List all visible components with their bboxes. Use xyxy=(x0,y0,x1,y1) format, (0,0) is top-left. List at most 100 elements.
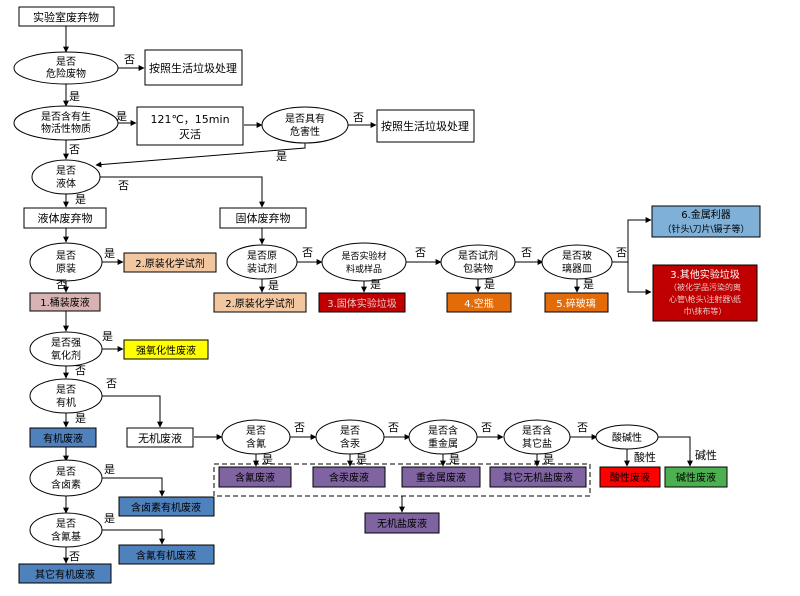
categories-cyanide-liquid-label: 含氰废液 xyxy=(235,471,275,484)
labels-yes-label: 是 xyxy=(102,330,113,343)
decisions-halogen-0-label: 是否 xyxy=(56,466,76,478)
categories-original-chem-1-label: 2.原装化学试剂 xyxy=(135,257,205,270)
decisions-hazardous-0-label: 是否 xyxy=(56,56,76,68)
decisions-biological-1-label: 物活性物质 xyxy=(41,122,91,135)
categories-broken-glass-label: 5.碎玻璃 xyxy=(556,297,596,310)
categories-empty-bottle-label: 4.空瓶 xyxy=(464,297,494,310)
decisions-has-cyanide-0-label: 是否 xyxy=(246,425,266,437)
labels-yes-label: 是 xyxy=(104,247,115,260)
decisions-biological-0-label: 是否含有生 xyxy=(41,110,91,123)
labels-no-label: 否 xyxy=(415,246,426,259)
decisions-cyanide-group-1-label: 含氰基 xyxy=(51,530,81,543)
decisions-exp-material-1-label: 料或样品 xyxy=(346,263,382,275)
decisions-organic-1-label: 有机 xyxy=(56,396,76,409)
decisions-harmful-1-label: 危害性 xyxy=(290,125,320,138)
labels-no-label: 否 xyxy=(69,143,80,156)
decisions-oxidizer-0-label: 是否强 xyxy=(51,337,81,349)
categories-acid-liquid-label: 酸性废液 xyxy=(610,471,650,484)
acid-base-label: 酸碱性 xyxy=(612,431,642,444)
categories-cyanide-organic-label: 含氰有机废液 xyxy=(136,549,196,562)
labels-no-label: 否 xyxy=(118,179,129,192)
labels-yes-label: 是 xyxy=(543,453,554,466)
connector xyxy=(102,477,165,497)
categories-organic-waste-label: 有机废液 xyxy=(43,432,83,445)
labels-yes-label: 是 xyxy=(69,90,80,103)
decisions-reagent-package-1-label: 包装物 xyxy=(463,262,493,275)
decisions-harmful-0-label: 是否具有 xyxy=(285,112,325,125)
labels-yes-label: 是 xyxy=(104,463,115,476)
labels-yes-label: 是 xyxy=(268,279,279,292)
labels-no-label: 否 xyxy=(616,246,627,259)
labels-yes-label: 是 xyxy=(276,150,287,163)
labels-no-label: 否 xyxy=(521,246,532,259)
labels-no-label: 否 xyxy=(388,421,399,434)
labels-no-label: 否 xyxy=(481,421,492,434)
labels-no-label: 否 xyxy=(106,377,117,390)
decisions-has-cyanide-1-label: 含氰 xyxy=(246,437,266,450)
labels-yes-label: 是 xyxy=(116,110,127,123)
connector xyxy=(658,436,693,467)
labels-yes-label: 是 xyxy=(370,278,381,291)
inactivate-line-1: 121℃，15min xyxy=(150,113,229,126)
labels-no-label: 否 xyxy=(75,364,86,377)
decisions-hazardous-1-label: 危险废物 xyxy=(46,67,86,80)
categories-heavy-metal-liquid-label: 重金属废液 xyxy=(416,471,466,484)
decisions-heavy-metal-0-label: 是否含 xyxy=(428,424,458,437)
labels-acidic-label: 酸性 xyxy=(634,450,656,464)
connector xyxy=(102,395,163,428)
decisions-exp-material-0-label: 是否实验材 xyxy=(341,250,386,262)
labels-no-label: 否 xyxy=(69,550,80,563)
inactivate-line-2: 灭活 xyxy=(179,128,201,141)
categories-original-chem-2-label: 2.原装化学试剂 xyxy=(225,297,295,310)
decisions-other-salt-1-label: 其它盐 xyxy=(522,437,552,450)
categories-other-organic-label: 其它有机废液 xyxy=(35,568,95,581)
decisions-oxidizer-1-label: 氧化剂 xyxy=(51,349,81,362)
categories-metal-sharps-0-label: 6.金属利器 xyxy=(681,208,731,221)
decisions-reagent-package-0-label: 是否试剂 xyxy=(458,249,498,262)
categories-strong-oxidizer-label: 强氧化性废液 xyxy=(136,344,196,357)
decisions-original-pack-1-label: 原装 xyxy=(56,262,76,275)
categories-other-lab-waste-1-label: （被化学品污染的离 xyxy=(669,282,741,292)
labels-yes-label: 是 xyxy=(75,412,86,425)
connector xyxy=(100,176,265,208)
decisions-other-salt-0-label: 是否含 xyxy=(522,424,552,437)
liquid-waste-box: 液体废弃物 xyxy=(38,211,93,225)
start-node: 实验室废弃物 xyxy=(18,6,115,27)
labels-no-label: 否 xyxy=(353,111,364,124)
labels-yes-label: 是 xyxy=(356,453,367,466)
connector xyxy=(102,529,165,545)
labels-yes-label: 是 xyxy=(75,193,86,206)
solid-waste-box: 固体废弃物 xyxy=(236,211,291,225)
categories-bucket-liquid-label: 1.桶装废液 xyxy=(40,296,90,309)
decisions-glassware-1-label: 璃器皿 xyxy=(562,262,592,275)
categories-halogen-organic-label: 含卤素有机废液 xyxy=(131,501,201,514)
decisions-liquid-0-label: 是否 xyxy=(56,165,76,177)
categories-metal-sharps-1-label: （针头\刀片\镊子等） xyxy=(662,223,749,235)
decisions-halogen-1-label: 含卤素 xyxy=(51,478,81,491)
categories-solid-lab-waste-label: 3.固体实验垃圾 xyxy=(327,297,397,310)
labels-yes-label: 是 xyxy=(262,453,273,466)
labels-yes-label: 是 xyxy=(583,278,594,291)
decisions-has-mercury-1-label: 含汞 xyxy=(340,437,360,450)
edge-labels: 否 是 是 否 否 是 否 是 是 否 是 否 否 是 是 是 否 是 否 是 … xyxy=(56,53,717,563)
decisions-original-reagent-1-label: 装试剂 xyxy=(247,262,277,275)
decisions-original-reagent-0-label: 是否原 xyxy=(247,250,277,262)
labels-yes-label: 是 xyxy=(104,512,115,525)
categories-alkaline-liquid-label: 碱性废液 xyxy=(676,471,716,484)
inorganic-group-frame xyxy=(213,463,591,497)
decisions-heavy-metal-1-label: 重金属 xyxy=(428,437,458,450)
categories-other-lab-waste-3-label: 巾\抹布等） xyxy=(684,306,727,316)
categories-mercury-liquid-label: 含汞废液 xyxy=(329,471,369,484)
decisions-organic-0-label: 是否 xyxy=(56,384,76,396)
labels-no-label: 否 xyxy=(56,278,67,291)
decisions-has-mercury-0-label: 是否 xyxy=(340,425,360,437)
decisions-liquid-1-label: 液体 xyxy=(56,177,76,190)
labels-no-label: 否 xyxy=(294,421,305,434)
domestic-waste-box-2: 按照生活垃圾处理 xyxy=(381,119,469,133)
categories-other-lab-waste-2-label: 心管\枪头\注射器\纸 xyxy=(669,294,741,304)
labels-no-label: 否 xyxy=(302,246,313,259)
connectors xyxy=(63,26,693,564)
connector xyxy=(627,262,652,295)
